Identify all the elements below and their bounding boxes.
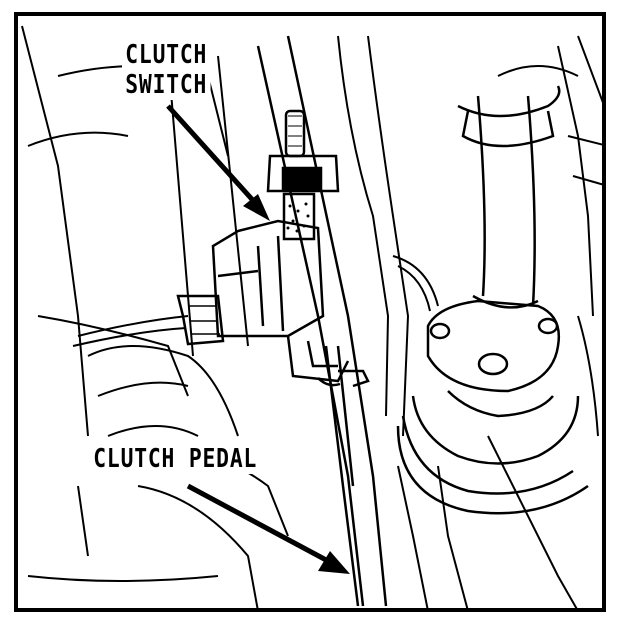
- clutch-pedal-label: CLUTCH PEDAL: [90, 444, 261, 474]
- clutch-pedal-label-text: CLUTCH PEDAL: [93, 444, 258, 474]
- clutch-switch-arrow: [166, 90, 270, 221]
- wiring-harness: [72, 255, 439, 347]
- column-flange: [396, 299, 589, 515]
- steering-column: [457, 85, 561, 309]
- clutch-pedal-arm: [256, 35, 388, 607]
- clutch-switch-body: [176, 109, 370, 388]
- clutch-assembly-illustration: [21, 25, 602, 608]
- clutch-switch-label-line1: CLUTCH: [125, 40, 208, 70]
- clutch-switch-label-line2: SWITCH: [125, 70, 208, 100]
- clutch-switch-label: CLUTCH SWITCH: [122, 40, 211, 100]
- background-panel: [21, 25, 289, 608]
- firewall-lines: [337, 35, 602, 608]
- diagram-frame: CLUTCH SWITCH CLUTCH PEDAL: [14, 12, 606, 612]
- clutch-pedal-arrow: [186, 483, 350, 574]
